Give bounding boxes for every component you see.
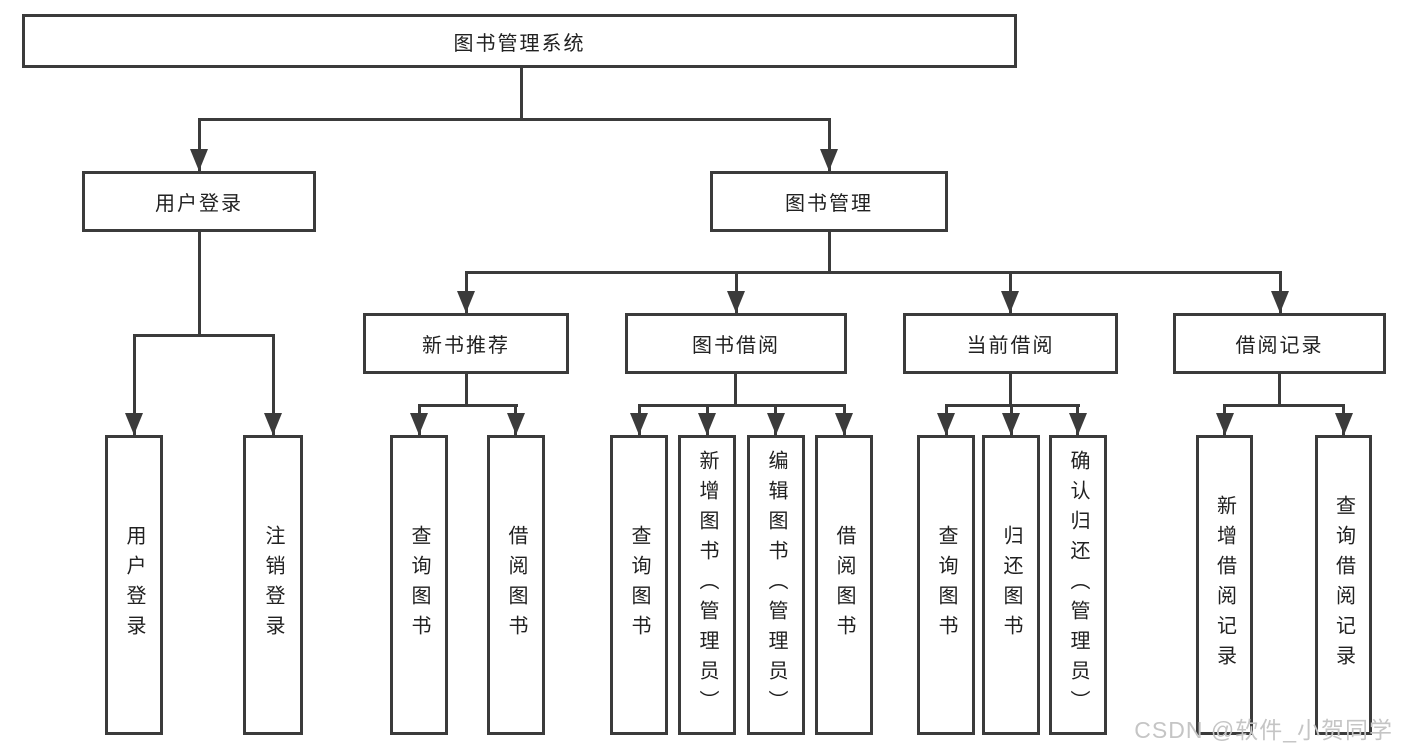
connector-line: [1223, 404, 1345, 407]
node-user-login-label: 用户登录: [155, 193, 243, 215]
connector-line: [828, 231, 831, 274]
node-current-borrow-label: 当前借阅: [966, 335, 1055, 357]
leaf-label: 查询图书: [408, 525, 430, 645]
leaf-query-books-recommend: 查询图书: [390, 435, 448, 735]
leaf-logout: 注销登录: [243, 435, 303, 735]
arrow-down-icon: [835, 413, 853, 435]
leaf-label: 查询借阅记录: [1332, 495, 1355, 675]
leaf-label: 新增借阅记录: [1213, 495, 1236, 675]
leaf-borrow-books: 借阅图书: [815, 435, 873, 735]
arrow-down-icon: [507, 413, 525, 435]
leaf-label: 查询图书: [628, 525, 650, 645]
connector-line: [133, 334, 275, 337]
leaf-query-books-current: 查询图书: [917, 435, 975, 735]
leaf-edit-books-admin: 编辑图书（管理员）: [747, 435, 805, 735]
leaf-label: 用户登录: [123, 525, 145, 645]
leaf-label: 归还图书: [1000, 525, 1022, 645]
leaf-query-books-borrow: 查询图书: [610, 435, 668, 735]
arrow-down-icon: [410, 413, 428, 435]
arrow-down-icon: [820, 149, 838, 171]
node-book-management: 图书管理: [710, 171, 948, 232]
connector-line: [198, 118, 201, 171]
connector-line: [1278, 373, 1281, 407]
connector-line: [1009, 373, 1012, 407]
leaf-label: 新增图书（管理员）: [696, 450, 718, 720]
arrow-down-icon: [264, 413, 282, 435]
node-book-management-label: 图书管理: [785, 193, 873, 215]
node-book-borrow: 图书借阅: [625, 313, 847, 374]
leaf-add-books-admin: 新增图书（管理员）: [678, 435, 736, 735]
arrow-down-icon: [125, 413, 143, 435]
node-user-login: 用户登录: [82, 171, 316, 232]
arrow-down-icon: [767, 413, 785, 435]
arrow-down-icon: [457, 291, 475, 313]
leaf-label: 注销登录: [262, 525, 284, 645]
connector-line: [418, 404, 518, 407]
arrow-down-icon: [727, 291, 745, 313]
node-borrow-records-label: 借阅记录: [1235, 335, 1324, 357]
connector-line: [734, 373, 737, 407]
connector-line: [198, 118, 831, 121]
arrow-down-icon: [1069, 413, 1087, 435]
arrow-down-icon: [630, 413, 648, 435]
leaf-label: 借阅图书: [833, 525, 855, 645]
arrow-down-icon: [190, 149, 208, 171]
leaf-confirm-return-admin: 确认归还（管理员）: [1049, 435, 1107, 735]
node-book-borrow-label: 图书借阅: [692, 335, 780, 357]
connector-line: [638, 404, 846, 407]
arrow-down-icon: [698, 413, 716, 435]
connector-line: [465, 271, 1282, 274]
leaf-borrow-books-recommend: 借阅图书: [487, 435, 545, 735]
leaf-label: 确认归还（管理员）: [1067, 450, 1089, 720]
node-root-label: 图书管理系统: [453, 32, 586, 55]
leaf-label: 编辑图书（管理员）: [765, 450, 787, 720]
leaf-user-login: 用户登录: [105, 435, 163, 735]
connector-line: [198, 231, 201, 337]
connector-line: [465, 373, 468, 407]
leaf-add-borrow-record: 新增借阅记录: [1196, 435, 1253, 735]
connector-line: [272, 334, 275, 435]
connector-line: [520, 66, 523, 118]
node-current-borrow: 当前借阅: [903, 313, 1118, 374]
leaf-label: 查询图书: [935, 525, 957, 645]
node-root: 图书管理系统: [22, 14, 1017, 68]
arrow-down-icon: [1216, 413, 1234, 435]
connector-line: [828, 118, 831, 171]
leaf-return-books: 归还图书: [982, 435, 1040, 735]
leaf-label: 借阅图书: [505, 525, 527, 645]
arrow-down-icon: [937, 413, 955, 435]
arrow-down-icon: [1335, 413, 1353, 435]
arrow-down-icon: [1002, 413, 1020, 435]
node-new-book-recommend-label: 新书推荐: [422, 335, 510, 357]
connector-line: [133, 334, 136, 435]
arrow-down-icon: [1271, 291, 1289, 313]
leaf-query-borrow-record: 查询借阅记录: [1315, 435, 1372, 735]
node-borrow-records: 借阅记录: [1173, 313, 1386, 374]
csdn-watermark: CSDN @软件_小贺同学: [1134, 717, 1393, 743]
node-new-book-recommend: 新书推荐: [363, 313, 569, 374]
arrow-down-icon: [1001, 291, 1019, 313]
